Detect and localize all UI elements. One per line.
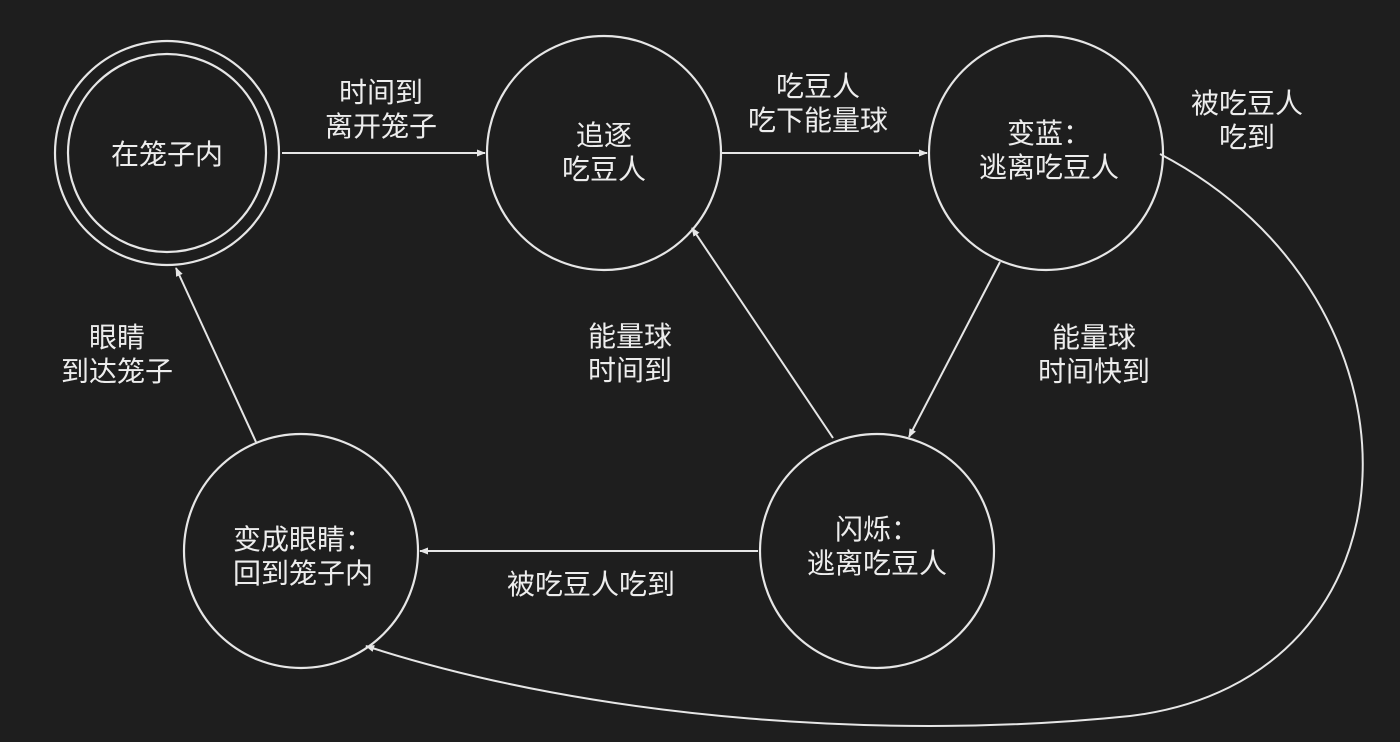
- transition-blue-to-flash-line-2: 时间快到: [1037, 355, 1151, 388]
- transition-flash-to-chase-line-1: 能量球: [587, 320, 673, 353]
- transition-flash-to-eyes-label: 被吃豆人吃到: [507, 568, 675, 602]
- transition-blue-to-flash-line-1: 能量球: [1051, 321, 1137, 354]
- arrow-blue-to-flash: [908, 261, 1001, 438]
- state-eyes-line-1: 变成眼睛：: [232, 523, 374, 556]
- state-in-cage-label: 在笼子内: [111, 138, 223, 172]
- transition-blue-to-eyes-label: 被吃豆人 吃到: [1191, 87, 1303, 155]
- state-in-cage-line-1: 在笼子内: [110, 138, 224, 171]
- state-blue-line-1: 变蓝：: [1006, 117, 1092, 150]
- transition-flash-to-chase-line-2: 时间到: [587, 354, 673, 387]
- arrow-blue-to-eyes: [365, 153, 1364, 727]
- state-flash-line-1: 闪烁：: [834, 513, 920, 546]
- state-chase-circle: [485, 34, 723, 272]
- transition-flash-to-chase-label: 能量球 时间到: [588, 320, 672, 388]
- transition-blue-to-flash-label: 能量球 时间快到: [1038, 321, 1150, 389]
- transition-cage-to-chase-label: 时间到 离开笼子: [325, 76, 437, 144]
- transition-cage-to-chase-line-1: 时间到: [338, 76, 424, 109]
- state-in-cage-outer-ring: [53, 39, 281, 267]
- state-chase-line-2: 吃豆人: [561, 153, 647, 186]
- state-blue-label: 变蓝： 逃离吃豆人: [979, 117, 1119, 185]
- transition-flash-to-eyes-line-1: 被吃豆人吃到: [506, 568, 676, 601]
- arrow-flash-to-chase: [691, 227, 834, 439]
- state-flash-circle: [758, 432, 996, 670]
- state-chase-label: 追逐 吃豆人: [562, 119, 646, 187]
- transition-cage-to-chase-line-2: 离开笼子: [324, 110, 438, 143]
- state-flash-label: 闪烁： 逃离吃豆人: [807, 513, 947, 581]
- transition-blue-to-eyes-line-1: 被吃豆人: [1190, 87, 1304, 120]
- transition-chase-to-blue-label: 吃豆人 吃下能量球: [748, 70, 888, 138]
- state-in-cage-inner-ring: [66, 52, 268, 254]
- transition-chase-to-blue-line-1: 吃豆人: [775, 70, 861, 103]
- transition-chase-to-blue-line-2: 吃下能量球: [747, 104, 889, 137]
- transition-blue-to-eyes-line-2: 吃到: [1218, 121, 1276, 154]
- state-in-cage: [53, 39, 281, 267]
- state-eyes-circle: [182, 432, 420, 670]
- state-flash-line-2: 逃离吃豆人: [806, 547, 948, 580]
- arrow-eyes-to-cage: [175, 267, 257, 443]
- transition-eyes-to-cage-line-1: 眼睛: [88, 321, 146, 354]
- transition-eyes-to-cage-line-2: 到达笼子: [60, 355, 174, 388]
- state-blue-circle: [927, 34, 1165, 272]
- state-chase-line-1: 追逐: [575, 119, 633, 152]
- state-blue-line-2: 逃离吃豆人: [978, 151, 1120, 184]
- transition-eyes-to-cage-label: 眼睛 到达笼子: [61, 321, 173, 389]
- state-eyes-label: 变成眼睛： 回到笼子内: [233, 523, 373, 591]
- state-eyes-line-2: 回到笼子内: [232, 557, 374, 590]
